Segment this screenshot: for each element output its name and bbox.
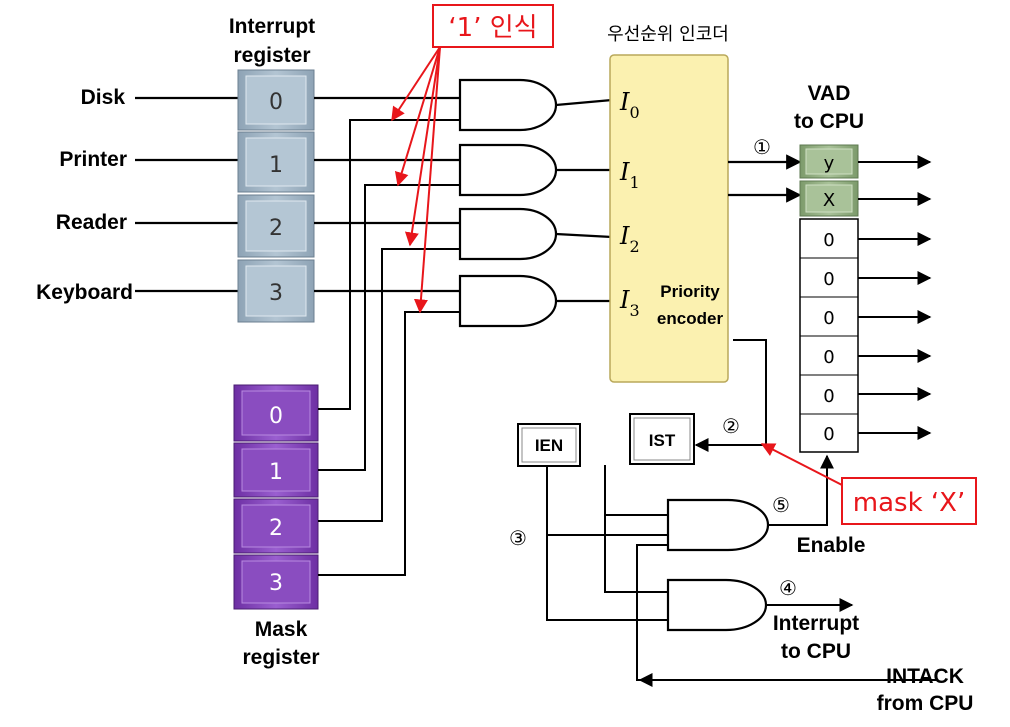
ien-flag-label: IEN	[535, 436, 563, 455]
interrupt-wires	[314, 96, 460, 293]
recognize-callout-box	[432, 4, 554, 48]
vad-bit-6: 0	[823, 386, 834, 407]
and-output-wires	[555, 98, 613, 303]
mask-register-cell-0: 0	[233, 384, 319, 442]
control-wires	[546, 454, 938, 687]
priority-encoder-korean-label: 우선순위 인코더	[607, 24, 729, 45]
and-gate-3	[458, 274, 558, 328]
interrupt-bit-1: 1	[269, 153, 283, 178]
recognize-callout-text: ‘1’ 인식	[448, 13, 537, 43]
interrupt-and-gate	[666, 578, 768, 632]
vad-register: y X 0 0 0 0 0 0	[799, 144, 859, 453]
interrupt-to-cpu-label-line1: Interrupt	[773, 612, 859, 635]
device-label-reader: Reader	[56, 211, 127, 234]
step-3-marker: ③	[509, 526, 527, 550]
priority-encoder-box	[609, 54, 729, 383]
encoder-inputs: I0 I1 I2 I3	[619, 88, 640, 320]
step-1-marker: ①	[753, 135, 771, 159]
and-gates	[458, 78, 558, 328]
encoder-input-i3: I3	[619, 286, 640, 320]
interrupt-bit-0: 0	[269, 90, 283, 115]
step-2-marker: ②	[722, 414, 740, 438]
vad-bit-4: 0	[823, 308, 834, 329]
vad-bit-1: X	[823, 190, 835, 211]
device-label-disk: Disk	[81, 86, 126, 109]
device-label-keyboard: Keyboard	[36, 281, 133, 304]
encoder-input-i2: I2	[619, 222, 640, 256]
mask-callout-box	[841, 477, 977, 525]
interrupt-register-cell-3: 3	[237, 259, 315, 323]
ist-flag-label: IST	[649, 431, 676, 450]
mask-callout-text: mask ‘X’	[853, 488, 965, 518]
encoder-to-ist-wire	[694, 339, 767, 452]
vad-bit-5: 0	[823, 347, 834, 368]
mask-register-cell-2: 2	[233, 498, 319, 554]
intack-label-line1: INTACK	[886, 665, 964, 688]
enable-label: Enable	[797, 534, 866, 557]
mask-register-cell-3: 3	[233, 554, 319, 610]
interrupt-bit-3: 3	[269, 281, 283, 306]
vad-bit-7: 0	[823, 424, 834, 445]
vad-output-arrows	[858, 155, 932, 440]
vad-bit-2: 0	[823, 230, 834, 251]
device-inputs: Disk Printer Reader Keyboard	[36, 86, 238, 304]
mask-register-title-line1: Mask	[255, 618, 308, 641]
control-gates	[666, 498, 770, 632]
interrupt-register-cell-1: 1	[237, 131, 315, 193]
and-gate-0	[458, 78, 558, 132]
interrupt-register-title-line2: register	[233, 44, 310, 67]
mask-bit-1: 1	[269, 460, 283, 485]
priority-encoder-label-line1: Priority	[660, 282, 720, 301]
interrupt-to-cpu-label-line2: to CPU	[781, 640, 851, 663]
and-gate-1	[458, 143, 558, 197]
encoder-input-i0: I0	[619, 88, 640, 122]
encoder-input-i1: I1	[619, 158, 640, 192]
mask-bit-3: 3	[269, 571, 283, 596]
vad-title-line1: VAD	[808, 82, 851, 105]
interrupt-register: 0 1 2 3	[237, 69, 315, 323]
step-5-marker: ⑤	[772, 493, 790, 517]
vad-title-line2: to CPU	[794, 110, 864, 133]
vad-bit-0: y	[824, 153, 835, 174]
recognize-callout-arrows	[391, 46, 441, 314]
mask-register: 0 1 2 3	[233, 384, 319, 610]
step-4-marker: ④	[779, 576, 797, 600]
interrupt-register-cell-0: 0	[237, 69, 315, 131]
vad-bit-3: 0	[823, 269, 834, 290]
encoder-output-wires	[728, 154, 802, 203]
enable-and-gate	[666, 498, 770, 552]
mask-register-title-line2: register	[242, 646, 319, 669]
mask-register-cell-1: 1	[233, 442, 319, 498]
interrupt-bit-2: 2	[269, 216, 283, 241]
intack-label-line2: from CPU	[877, 692, 974, 715]
priority-encoder-label-line2: encoder	[657, 309, 724, 328]
and-gate-2	[458, 207, 558, 261]
mask-bit-0: 0	[269, 404, 283, 429]
device-label-printer: Printer	[59, 148, 127, 171]
mask-callout-arrow	[760, 443, 843, 486]
interrupt-register-cell-2: 2	[237, 194, 315, 258]
interrupt-register-title-line1: Interrupt	[229, 15, 315, 38]
mask-bit-2: 2	[269, 516, 283, 541]
mask-wires	[318, 119, 460, 576]
